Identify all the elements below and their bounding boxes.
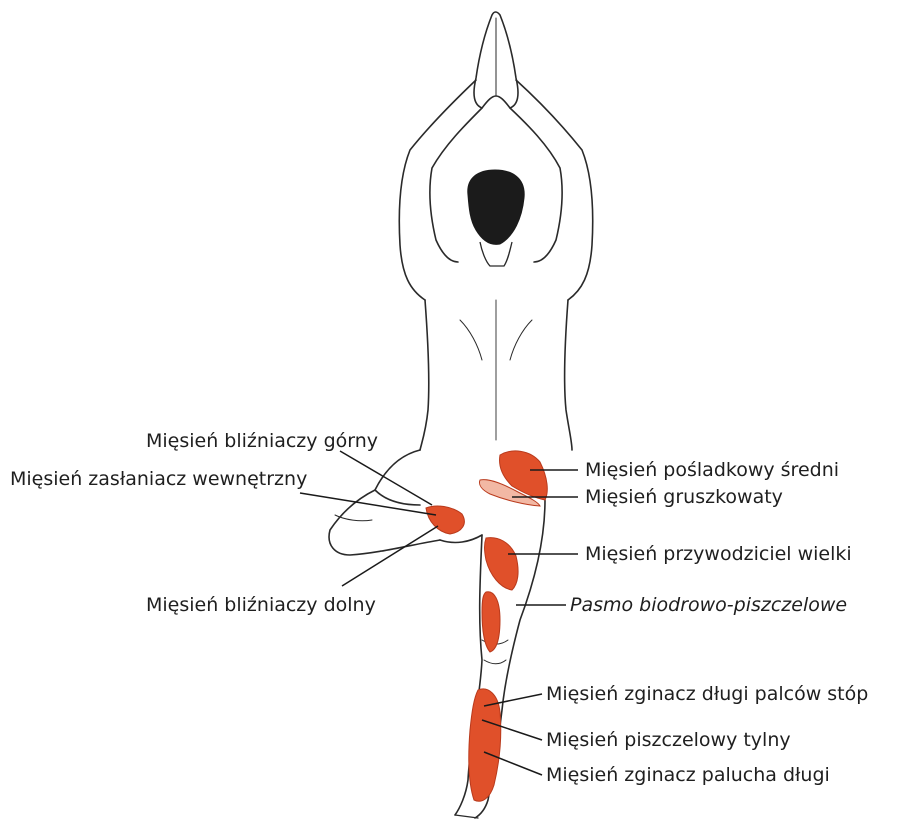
right-arm-outline (516, 80, 593, 300)
label-tibialis-posterior: Mięsień piszczelowy tylny (546, 731, 791, 750)
label-adductor-magnus: Mięsień przywodziciel wielki (585, 545, 852, 564)
label-it-band: Pasmo biodrowo-piszczelowe (570, 596, 847, 615)
leader-obturator-internus (300, 493, 436, 515)
leader-gemellus-inferior (342, 526, 438, 586)
label-gemellus-inferior: Mięsień bliźniaczy dolny (146, 596, 376, 615)
head-hair (468, 170, 524, 244)
label-flexor-hallucis-longus: Mięsień zginacz palucha długi (546, 766, 830, 785)
label-obturator-internus: Mięsień zasłaniacz wewnętrzny (10, 470, 307, 489)
label-flexor-digitorum-longus: Mięsień zginacz długi palców stóp (546, 685, 868, 704)
label-piriformis: Mięsień gruszkowaty (585, 488, 783, 507)
leader-gemellus-superior (340, 451, 432, 505)
adductor-magnus-muscle (485, 538, 519, 590)
bent-leg-outline (329, 450, 440, 555)
label-gemellus-superior: Mięsień bliźniaczy górny (146, 432, 378, 451)
label-gluteus-medius: Mięsień pośladkowy średni (585, 461, 839, 480)
hamstring-muscle (482, 592, 500, 652)
left-arm-outline (399, 80, 476, 300)
torso-outline (420, 300, 429, 450)
